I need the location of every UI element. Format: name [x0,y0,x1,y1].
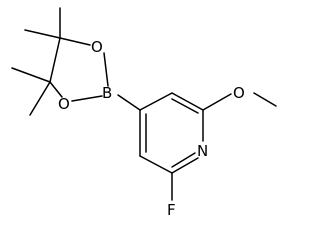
bond-o-bottom-c2 [49,81,63,98]
bond-c3-c2-double [171,98,199,114]
bond-c2-methyl-left [11,67,51,83]
atom-oxygen-bottom: O [58,95,70,113]
bond-c1-o-top [59,37,91,46]
pyridine-ring [139,92,204,174]
bond-c2-methyl-down [29,81,51,116]
bond-b-c4 [117,94,141,111]
atom-oxygen-methoxy: O [233,84,245,102]
chemical-structure-diagram: O B O O N F [11,7,277,219]
bond-c6-c5 [139,155,173,174]
methyl-groups [11,7,61,116]
bond-c3-c2 [171,92,204,111]
atom-fluorine: F [167,201,176,219]
bond-c1-methyl-left [24,29,61,39]
bond-n-c6-double [171,152,196,168]
bond-n-c6 [171,157,199,174]
bond-o-top-b [103,52,109,87]
bond-c1-c2 [49,37,61,83]
bond-b-o-bottom [71,95,103,102]
bond-o-methyl [253,92,277,107]
atom-boron: B [102,84,112,102]
bond-c4-c3 [139,92,173,111]
bond-c2-o-methoxy [202,93,232,111]
atom-nitrogen: N [197,142,208,160]
pinacol-ring [49,37,109,102]
atom-oxygen-top: O [91,38,103,56]
